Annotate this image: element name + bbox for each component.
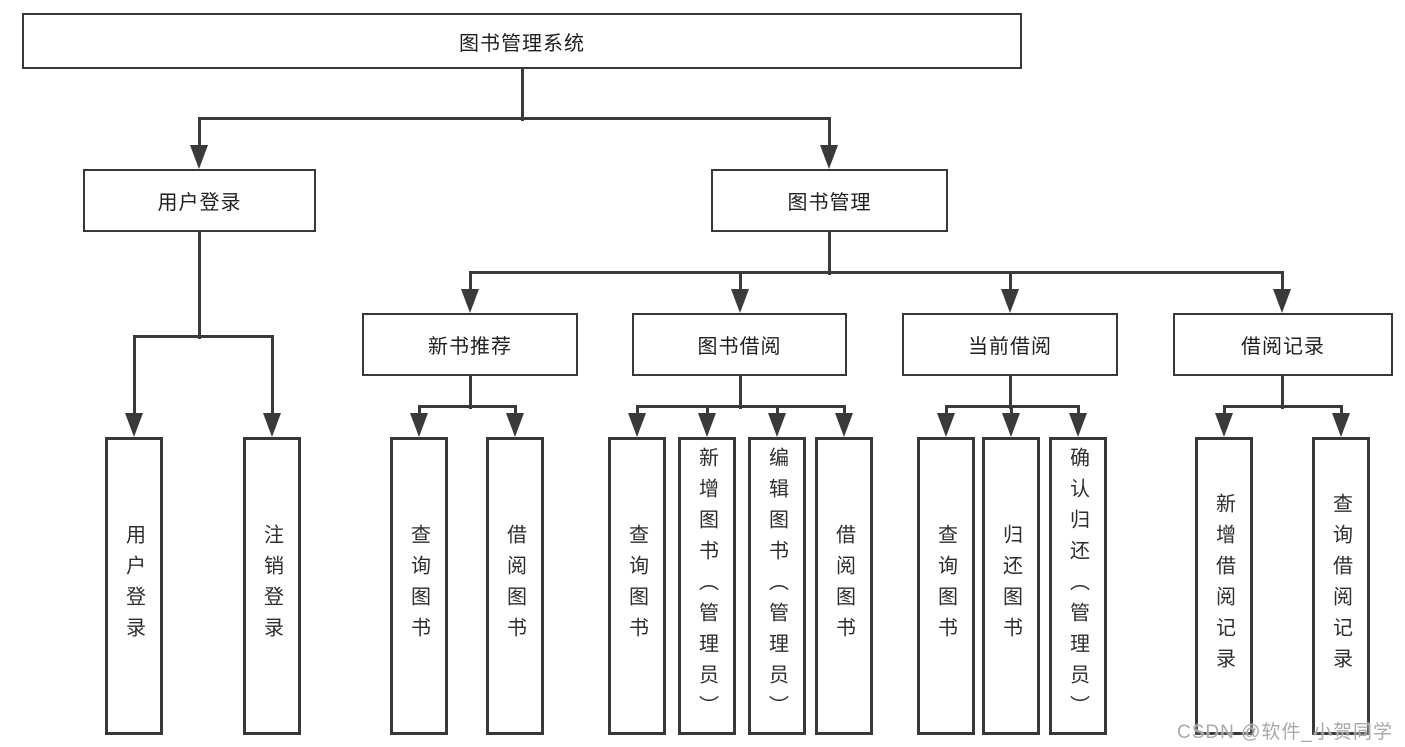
connector-line xyxy=(271,336,274,417)
connector-line xyxy=(469,271,1284,274)
connector-line xyxy=(828,232,831,275)
connector-line xyxy=(739,272,742,293)
arrowhead-down xyxy=(628,413,646,437)
connector-line xyxy=(706,406,709,417)
node-login: 用户登录 xyxy=(105,437,163,735)
arrowhead-down xyxy=(1002,413,1020,437)
watermark: CSDN @软件_小贺同学 xyxy=(1177,722,1393,743)
connector-line xyxy=(1340,406,1343,417)
connector-line xyxy=(776,406,779,417)
connector-line xyxy=(1223,405,1343,408)
connector-line xyxy=(1281,376,1284,409)
node-root-label: 图书管理系统 xyxy=(459,32,585,55)
node-recommend-query-books-label: 查询图书 xyxy=(407,524,430,648)
arrowhead-down xyxy=(190,145,208,169)
arrowhead-down xyxy=(698,413,716,437)
connector-line xyxy=(1223,406,1226,417)
node-current-return-books: 归还图书 xyxy=(982,437,1040,735)
connector-line xyxy=(521,69,524,121)
node-new-book-recommend-label: 新书推荐 xyxy=(428,336,512,358)
connector-line xyxy=(636,406,639,417)
connector-line xyxy=(198,118,201,149)
connector-line xyxy=(514,406,517,417)
connector-line xyxy=(636,405,846,408)
node-borrow-query-books-label: 查询图书 xyxy=(625,524,648,648)
node-current-confirm-return-admin: 确认归还（管理员） xyxy=(1049,437,1107,735)
connector-line xyxy=(198,232,201,339)
node-borrow-add-books-admin-label: 新增图书（管理员） xyxy=(695,446,718,726)
node-borrow-record-label: 借阅记录 xyxy=(1241,336,1325,358)
connector-line xyxy=(133,336,136,417)
arrowhead-down xyxy=(461,289,479,313)
arrowhead-down xyxy=(835,413,853,437)
node-borrow-lend-books-label: 借阅图书 xyxy=(832,524,855,648)
node-borrow-record: 借阅记录 xyxy=(1173,313,1393,376)
node-logout: 注销登录 xyxy=(243,437,301,735)
connector-line xyxy=(469,272,472,293)
connector-line xyxy=(469,376,472,409)
node-borrow-lend-books: 借阅图书 xyxy=(815,437,873,735)
node-current-query-books-label: 查询图书 xyxy=(934,524,957,648)
node-current-borrow: 当前借阅 xyxy=(902,313,1118,376)
connector-line xyxy=(739,376,742,409)
node-borrow-edit-books-admin-label: 编辑图书（管理员） xyxy=(765,446,788,726)
node-current-return-books-label: 归还图书 xyxy=(999,524,1022,648)
arrowhead-down xyxy=(731,289,749,313)
node-recommend-query-books: 查询图书 xyxy=(390,437,448,735)
arrowhead-down xyxy=(1069,413,1087,437)
arrowhead-down xyxy=(768,413,786,437)
arrowhead-down xyxy=(937,413,955,437)
node-record-add: 新增借阅记录 xyxy=(1195,437,1253,735)
connector-line xyxy=(1281,272,1284,293)
node-current-confirm-return-admin-label: 确认归还（管理员） xyxy=(1066,446,1089,726)
connector-line xyxy=(418,405,517,408)
node-current-query-books: 查询图书 xyxy=(917,437,975,735)
arrowhead-down xyxy=(410,413,428,437)
connector-line xyxy=(1010,406,1013,417)
node-current-borrow-label: 当前借阅 xyxy=(968,336,1052,358)
connector-line xyxy=(945,406,948,417)
connector-line xyxy=(133,335,274,338)
node-user-login-label: 用户登录 xyxy=(157,192,242,214)
node-borrow-query-books: 查询图书 xyxy=(608,437,666,735)
node-user-login: 用户登录 xyxy=(83,169,316,232)
connector-line xyxy=(1077,406,1080,417)
node-borrow-add-books-admin: 新增图书（管理员） xyxy=(678,437,736,735)
arrowhead-down xyxy=(1332,413,1350,437)
node-new-book-recommend: 新书推荐 xyxy=(362,313,578,376)
connector-line xyxy=(1009,272,1012,293)
node-record-query-label: 查询借阅记录 xyxy=(1329,493,1352,679)
arrowhead-down xyxy=(125,413,143,437)
connector-line xyxy=(418,406,421,417)
node-book-borrow: 图书借阅 xyxy=(632,313,847,376)
node-book-borrow-label: 图书借阅 xyxy=(697,336,782,358)
node-book-management-label: 图书管理 xyxy=(787,192,872,214)
node-login-label: 用户登录 xyxy=(122,524,145,648)
arrowhead-down xyxy=(1001,289,1019,313)
connector-line xyxy=(1009,376,1012,409)
node-record-query: 查询借阅记录 xyxy=(1312,437,1370,735)
arrowhead-down xyxy=(1215,413,1233,437)
node-borrow-edit-books-admin: 编辑图书（管理员） xyxy=(748,437,806,735)
arrowhead-down xyxy=(506,413,524,437)
node-recommend-borrow-books: 借阅图书 xyxy=(486,437,544,735)
arrowhead-down xyxy=(263,413,281,437)
connector-line xyxy=(198,117,831,120)
arrowhead-down xyxy=(820,145,838,169)
arrowhead-down xyxy=(1273,289,1291,313)
node-root: 图书管理系统 xyxy=(22,13,1022,69)
node-recommend-borrow-books-label: 借阅图书 xyxy=(503,524,526,648)
node-logout-label: 注销登录 xyxy=(260,524,283,648)
node-record-add-label: 新增借阅记录 xyxy=(1212,493,1235,679)
connector-line xyxy=(828,118,831,149)
node-book-management: 图书管理 xyxy=(711,169,948,232)
connector-line xyxy=(843,406,846,417)
